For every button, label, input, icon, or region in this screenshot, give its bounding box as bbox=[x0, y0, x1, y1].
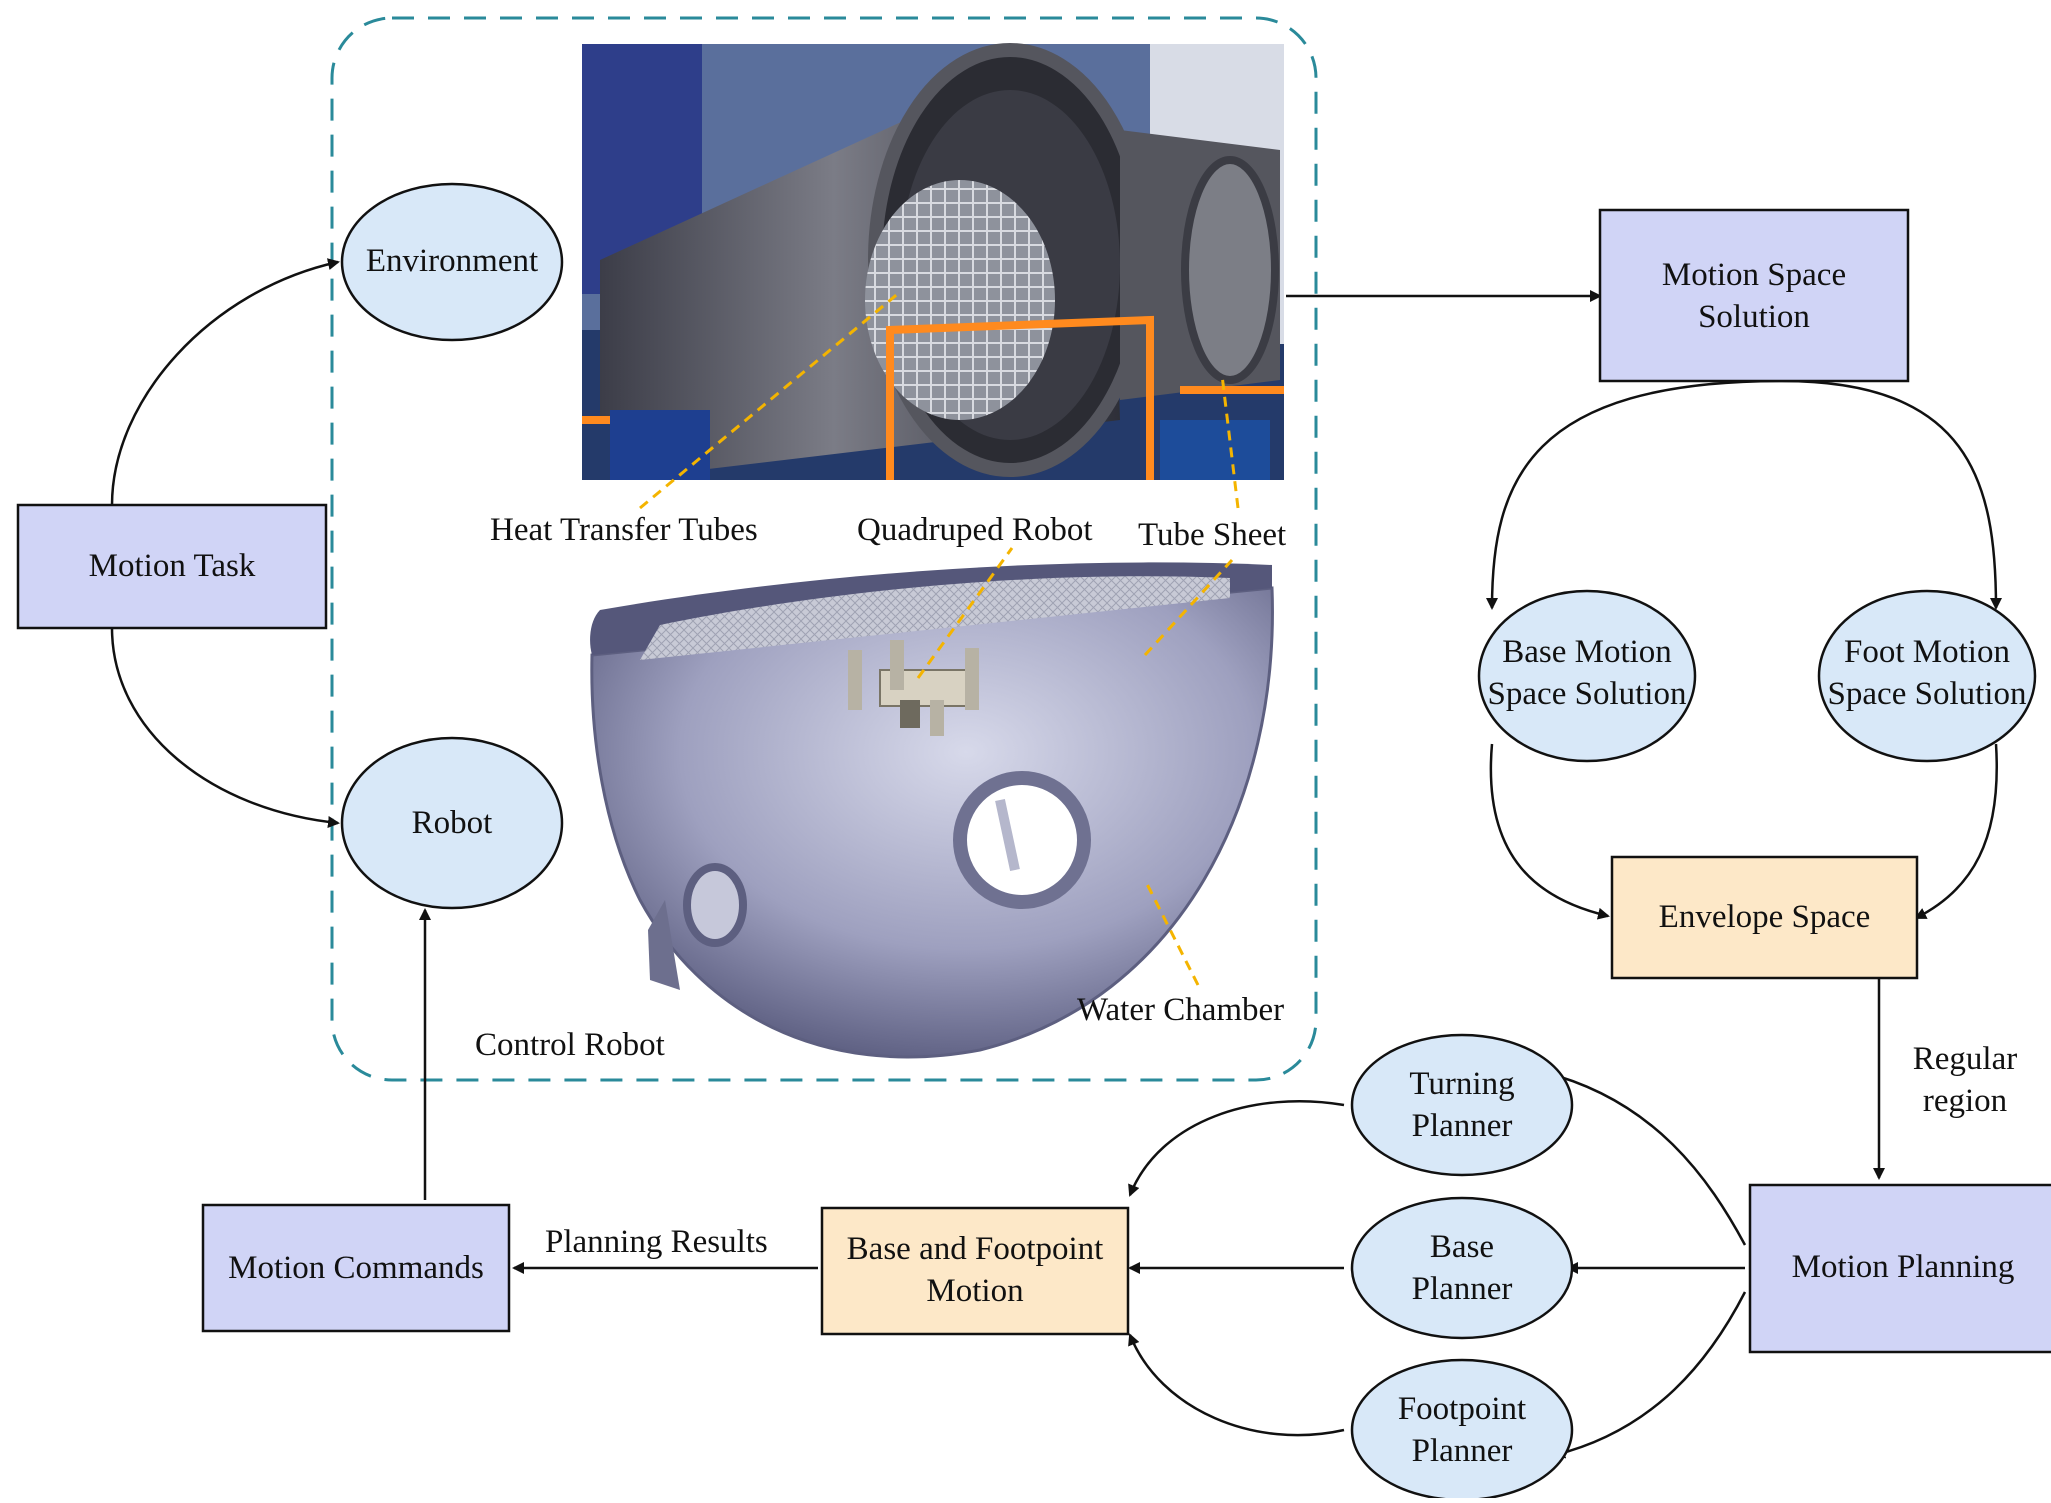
arrow-foot-solution-to-envelope bbox=[1914, 743, 1998, 920]
steam-generator-photo bbox=[582, 43, 1284, 480]
motion-commands-label: Motion Commands bbox=[228, 1250, 484, 1286]
water-chamber-model bbox=[590, 562, 1274, 1059]
foot-motion-space-ellipse bbox=[1817, 589, 2037, 763]
foot-motion-space-solution-label: Foot Motion Space Solution bbox=[1827, 634, 2027, 712]
arrow-base-solution-to-envelope bbox=[1489, 743, 1610, 920]
motion-planning-box bbox=[1748, 1183, 2051, 1354]
turning-planner-label: Turning Planner bbox=[1409, 1066, 1515, 1144]
control-robot-label: Control Robot bbox=[475, 1027, 665, 1063]
arrow-task-to-environment bbox=[110, 258, 340, 506]
base-motion-space-solution-label: Base Motion Space Solution bbox=[1487, 634, 1687, 712]
arrow-planning-to-footpoint-planner bbox=[1553, 1291, 1747, 1459]
envelope-space-box bbox=[1610, 855, 1919, 980]
robot-label: Robot bbox=[411, 805, 493, 841]
base-planner-label: Base Planner bbox=[1411, 1229, 1513, 1307]
arrow-footpoint-planner-to-motion bbox=[1128, 1333, 1345, 1437]
tube-sheet-label: Tube Sheet bbox=[1138, 517, 1287, 553]
arrow-task-to-robot bbox=[110, 627, 340, 828]
quadruped-robot-model bbox=[848, 640, 979, 736]
motion-space-solution-label: Motion Space Solution bbox=[1661, 257, 1847, 335]
nodes bbox=[16, 182, 2051, 1502]
regular-region-label: Regular region bbox=[1912, 1041, 2018, 1119]
quadruped-robot-label: Quadruped Robot bbox=[857, 512, 1093, 548]
arrow-solution-to-base-solution bbox=[1486, 379, 1783, 610]
arrow-solution-to-foot-solution bbox=[1781, 379, 2002, 610]
turning-planner-ellipse bbox=[1350, 1033, 1574, 1177]
base-footpoint-motion-box bbox=[820, 1206, 1130, 1336]
motion-commands-box bbox=[201, 1203, 511, 1333]
robot-ellipse bbox=[340, 736, 564, 910]
planning-results-label: Planning Results bbox=[545, 1224, 768, 1260]
environment-robot-container bbox=[330, 16, 1318, 1082]
connectors bbox=[110, 258, 2002, 1459]
water-chamber-label: Water Chamber bbox=[1077, 992, 1285, 1028]
environment-label: Environment bbox=[365, 243, 539, 279]
base-and-footpoint-motion-label: Base and Footpoint Motion bbox=[846, 1231, 1104, 1309]
arrow-turning-planner-to-motion bbox=[1128, 1100, 1345, 1197]
illustration-leaders bbox=[639, 290, 1240, 986]
arrow-planning-to-turning-planner bbox=[1541, 1068, 1747, 1246]
motion-task-label: Motion Task bbox=[88, 548, 256, 584]
motion-planning-label: Motion Planning bbox=[1791, 1249, 2015, 1285]
footpoint-planner-label: Footpoint Planner bbox=[1397, 1391, 1527, 1469]
envelope-space-label: Envelope Space bbox=[1658, 899, 1871, 935]
base-motion-space-ellipse bbox=[1477, 589, 1697, 763]
heat-transfer-tubes-label: Heat Transfer Tubes bbox=[490, 512, 758, 548]
environment-ellipse bbox=[340, 182, 564, 342]
motion-space-solution-box bbox=[1598, 208, 1910, 383]
motion-task-box bbox=[16, 503, 328, 630]
base-planner-ellipse bbox=[1350, 1196, 1574, 1340]
